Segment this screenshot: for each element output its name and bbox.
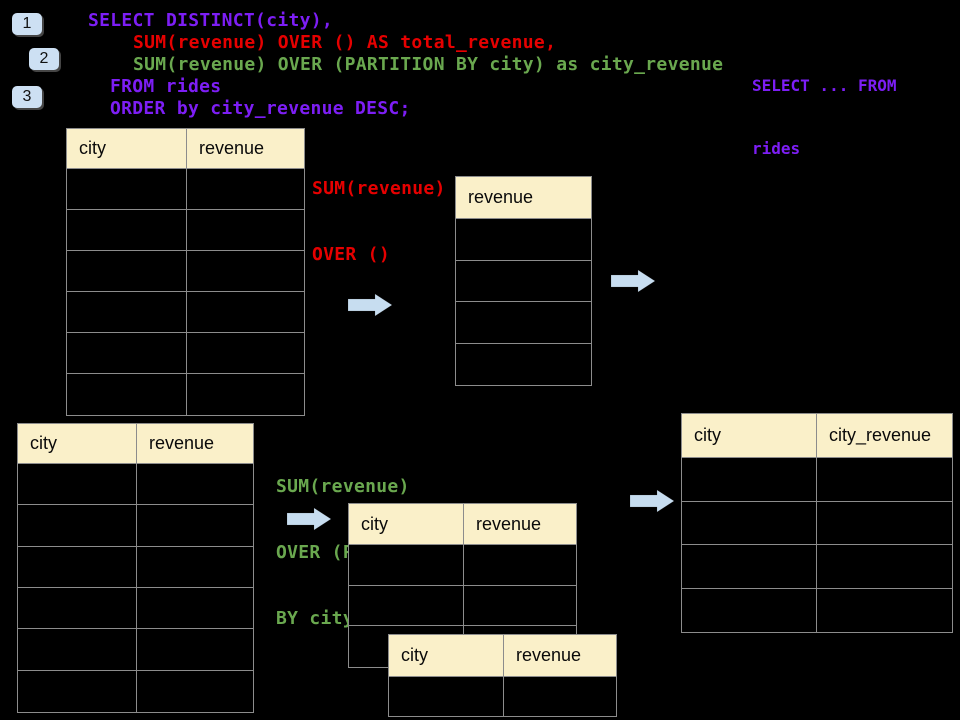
column-header-city: city	[349, 504, 464, 545]
table-cell-empty	[682, 501, 817, 545]
table-cell-empty	[464, 545, 576, 586]
column-header-city: city	[682, 414, 817, 458]
annotation-sum-over-total: SUM(revenue) OVER ()	[312, 134, 446, 310]
table-source-top: city revenue	[66, 128, 305, 416]
table-cell-empty	[67, 333, 187, 374]
arrow-right-icon	[630, 489, 675, 513]
table-cell-empty	[504, 677, 616, 716]
table-cell-empty	[817, 458, 952, 502]
table-cell-empty	[682, 588, 817, 632]
table-cell-empty	[187, 292, 304, 333]
table-cell-empty	[349, 585, 464, 627]
table-cell-empty	[456, 219, 591, 261]
table-partition-intermediate-front: city revenue	[388, 634, 617, 717]
table-cell-empty	[67, 374, 187, 415]
column-header-revenue: revenue	[137, 424, 253, 464]
table-cell-empty	[18, 464, 137, 506]
step-badge-3: 3	[12, 86, 42, 108]
sql-line-city-revenue: SUM(revenue) OVER (PARTITION BY city) as…	[133, 54, 724, 75]
annotation-total-line-1: SUM(revenue)	[312, 178, 446, 199]
table-cell-empty	[187, 333, 304, 374]
step-badge-2: 2	[29, 48, 59, 70]
column-header-city: city	[67, 129, 187, 169]
table-cell-empty	[389, 677, 504, 716]
table-cell-empty	[456, 344, 591, 386]
table-cell-empty	[817, 589, 952, 633]
table-cell-empty	[67, 292, 187, 333]
table-cell-empty	[137, 588, 253, 630]
table-cell-empty	[464, 586, 576, 627]
sql-line-from: FROM rides	[110, 76, 222, 97]
table-cell-empty	[18, 587, 137, 630]
table-cell-empty	[187, 251, 304, 292]
table-cell-empty	[187, 210, 304, 251]
table-cell-empty	[187, 169, 304, 210]
column-header-city: city	[389, 635, 504, 677]
table-cell-empty	[817, 502, 952, 545]
table-cell-empty	[67, 210, 187, 251]
annotation-partition-line-1: SUM(revenue)	[276, 476, 410, 497]
table-cell-empty	[18, 629, 137, 671]
table-cell-empty	[137, 464, 253, 506]
table-cell-empty	[456, 261, 591, 302]
table-cell-empty	[18, 670, 137, 712]
table-cell-empty	[67, 251, 187, 292]
column-header-revenue: revenue	[464, 504, 576, 545]
table-cell-empty	[18, 546, 137, 588]
table-cell-empty	[682, 458, 817, 502]
annotation-total-line-2: OVER ()	[312, 244, 390, 265]
table-cell-empty	[137, 547, 253, 588]
side-note: SELECT ... FROM rides	[752, 33, 897, 201]
table-cell-empty	[817, 545, 952, 589]
arrow-right-icon	[611, 269, 656, 293]
table-cell-empty	[137, 629, 253, 671]
table-cell-empty	[349, 545, 464, 586]
column-header-revenue: revenue	[187, 129, 304, 169]
table-cell-empty	[137, 505, 253, 547]
column-header-revenue: revenue	[504, 635, 616, 677]
table-cell-empty	[67, 169, 187, 210]
table-cell-empty	[456, 302, 591, 344]
table-cell-empty	[187, 374, 304, 415]
table-cell-empty	[682, 545, 817, 589]
arrow-right-icon	[348, 293, 393, 317]
table-source-bottom: city revenue	[17, 423, 254, 713]
column-header-city-revenue: city_revenue	[817, 414, 952, 458]
side-note-line-2: rides	[752, 139, 801, 158]
arrow-right-icon	[287, 507, 332, 531]
sql-line-select: SELECT DISTINCT(city),	[88, 10, 334, 31]
column-header-city: city	[18, 424, 137, 464]
sql-line-order-by: ORDER by city_revenue DESC;	[110, 98, 411, 119]
sql-line-total-revenue: SUM(revenue) OVER () AS total_revenue,	[133, 32, 557, 53]
table-total-revenue-result: revenue	[455, 176, 592, 386]
step-badge-1: 1	[12, 13, 42, 35]
column-header-revenue: revenue	[456, 177, 591, 219]
table-cell-empty	[137, 671, 253, 712]
table-cell-empty	[18, 505, 137, 547]
table-city-revenue-result: city city_revenue	[681, 413, 953, 633]
side-note-line-1: SELECT ... FROM	[752, 76, 897, 95]
